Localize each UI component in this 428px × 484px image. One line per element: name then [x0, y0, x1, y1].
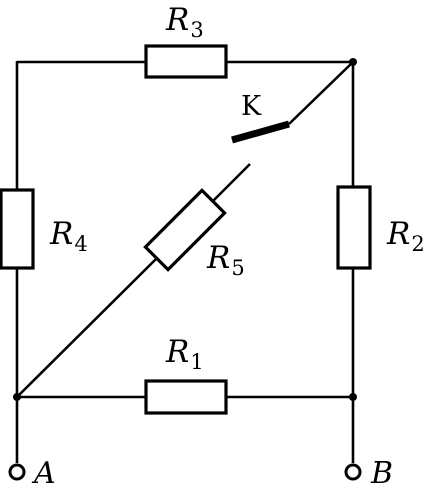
label-r1: R1	[165, 334, 204, 374]
label-r3: R3	[165, 2, 204, 42]
label-r4: R4	[49, 216, 88, 256]
junction-bottom-left	[13, 393, 21, 401]
resistor-r5	[143, 188, 227, 272]
terminal-b	[344, 463, 362, 481]
label-r2: R2	[386, 216, 425, 256]
switch-arm-wire	[288, 61, 354, 125]
wire-diagonal-lower	[16, 257, 158, 398]
resistor-r3	[144, 44, 228, 79]
junction-top-right	[349, 58, 357, 66]
label-r5: R5	[206, 240, 245, 280]
label-terminal-a: A	[31, 456, 56, 484]
resistor-r2	[336, 185, 372, 270]
terminal-a	[8, 463, 26, 481]
resistor-r4	[0, 188, 35, 270]
label-switch-k: K	[241, 91, 262, 122]
resistor-r1	[144, 379, 228, 415]
junction-bottom-right	[349, 393, 357, 401]
wire-diagonal-upper	[211, 163, 251, 203]
label-terminal-b: B	[370, 456, 393, 484]
switch-k-blade	[231, 120, 290, 144]
